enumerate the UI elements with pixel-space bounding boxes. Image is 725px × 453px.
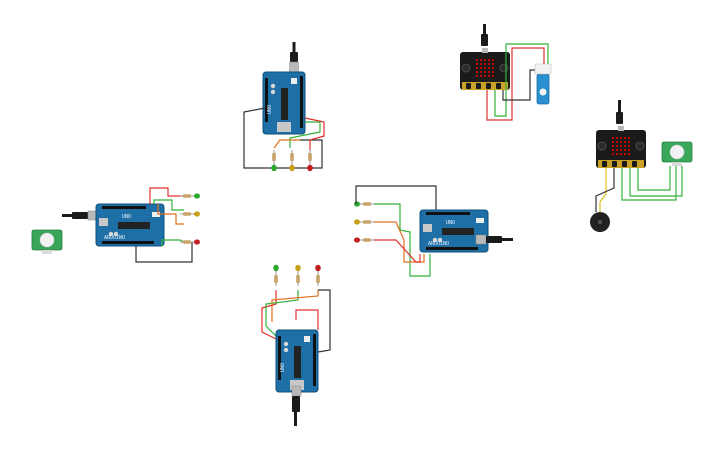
circuit-left[interactable] [31,187,201,263]
wires[interactable] [261,289,331,353]
circuit-microbit-pir-buzzer[interactable] [590,100,693,232]
buzzer-icon[interactable] [590,212,610,232]
pir-sensor[interactable] [661,141,693,167]
microbit-board[interactable] [595,125,647,169]
usb-cable-icon[interactable] [616,100,623,124]
microbit-board[interactable] [459,47,511,91]
wires[interactable] [243,107,325,169]
pir-sensor[interactable] [31,229,63,255]
wires[interactable] [355,185,437,277]
circuit-top-center[interactable] [243,41,325,172]
circuit-bottom-center[interactable] [261,264,331,426]
wires[interactable] [486,43,549,121]
arduino-uno-board[interactable] [262,71,306,135]
arduino-uno-board[interactable] [419,209,489,253]
usb-cable-icon[interactable] [291,385,302,426]
usb-cable-icon[interactable] [475,234,513,245]
usb-cable-icon[interactable] [481,24,488,46]
wires[interactable] [595,166,683,212]
wires[interactable] [135,187,193,263]
circuit-center-right[interactable] [353,185,513,277]
arduino-uno-board[interactable] [275,329,319,393]
servo-motor-icon[interactable] [534,63,552,105]
circuit-microbit-servo[interactable] [459,24,552,121]
arduino-uno-board[interactable] [95,203,165,247]
usb-cable-icon[interactable] [62,210,99,221]
